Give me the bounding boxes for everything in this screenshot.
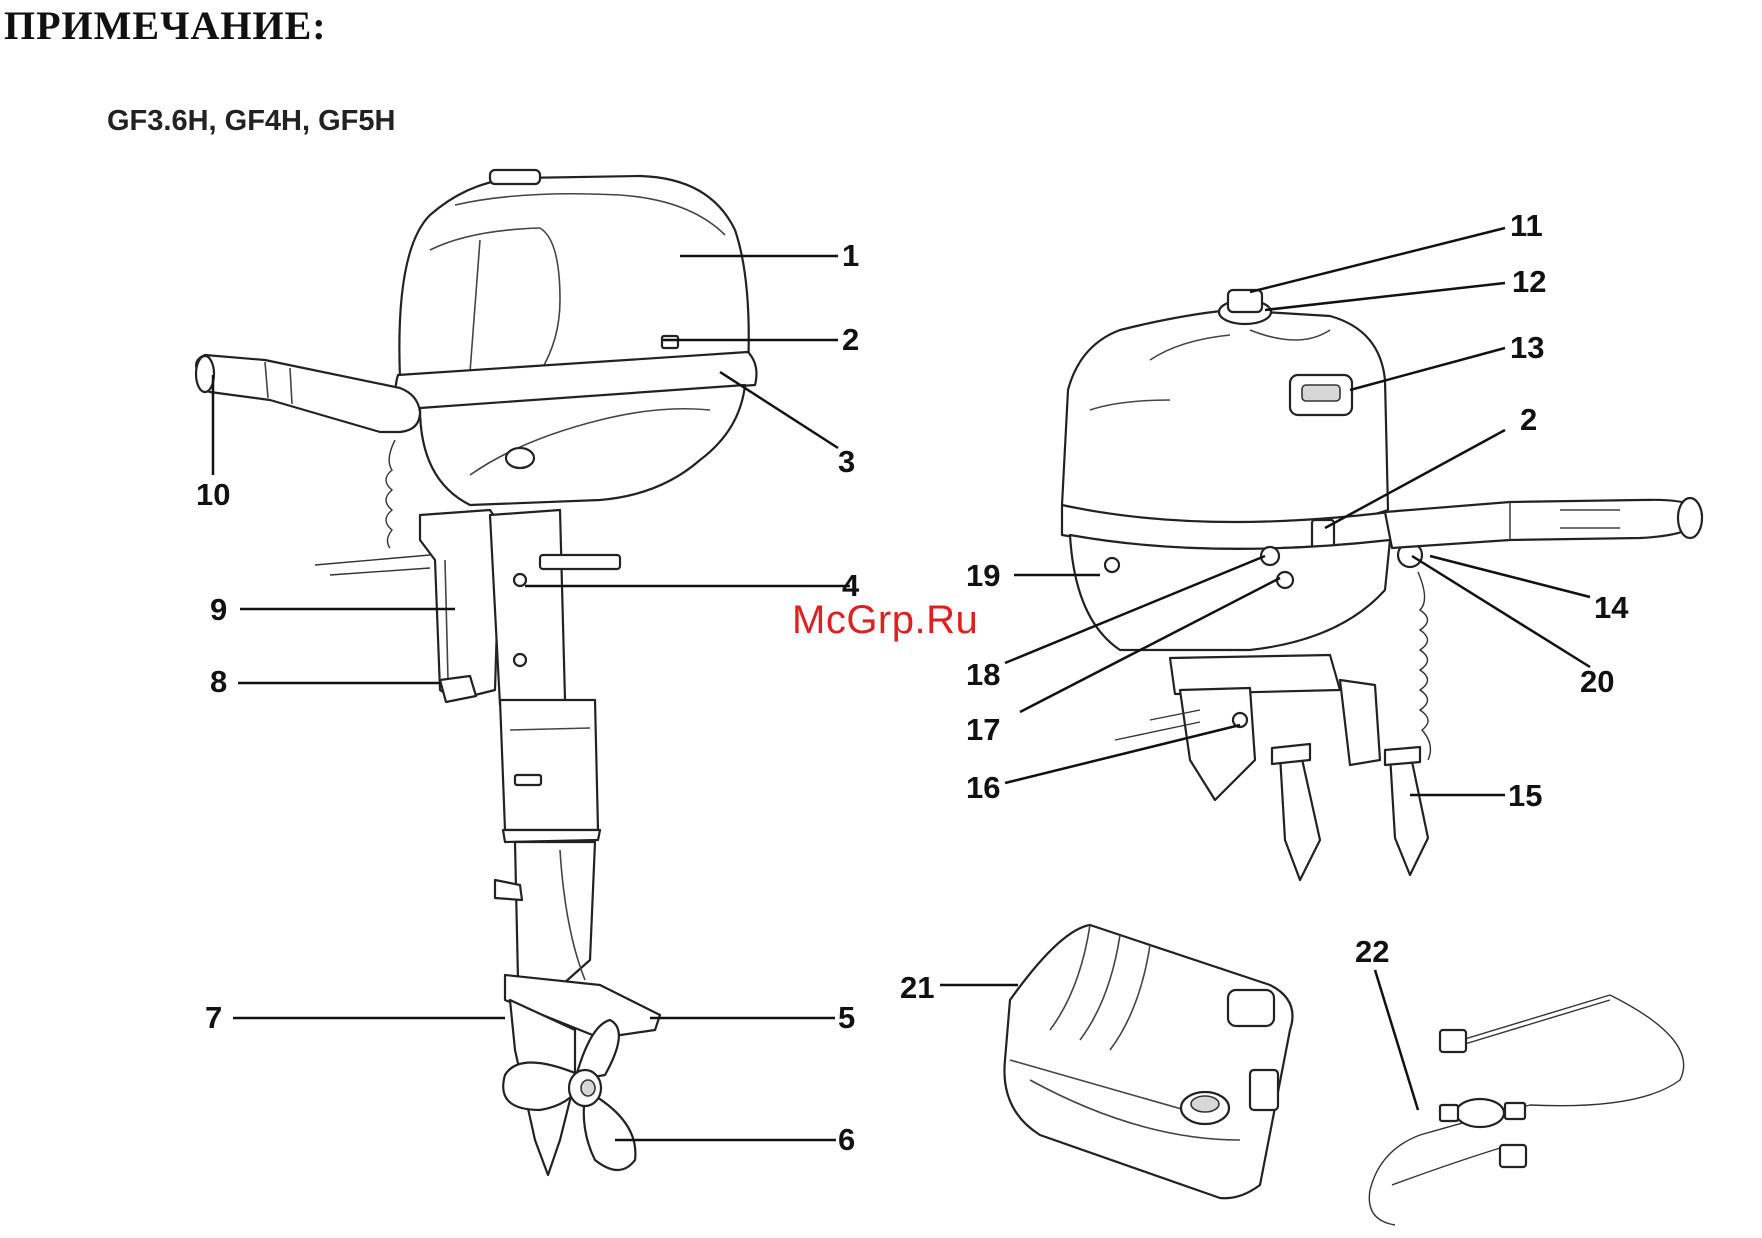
top-cowling <box>399 176 748 385</box>
callout-21: 21 <box>900 970 934 1005</box>
callout-9: 9 <box>210 592 227 627</box>
callout-7: 7 <box>205 1000 222 1035</box>
fuel-tank <box>1004 925 1292 1198</box>
fuel-line <box>1369 995 1683 1225</box>
callout-2: 2 <box>842 322 859 357</box>
callout-10: 10 <box>196 477 230 512</box>
rear-cowling <box>1062 310 1388 530</box>
callout-8: 8 <box>210 664 227 699</box>
callout-11: 11 <box>1510 208 1543 243</box>
rear-tiller <box>1385 500 1702 548</box>
callout-22: 22 <box>1355 934 1389 969</box>
motor-rear-view <box>1062 290 1702 880</box>
callout-13: 13 <box>1510 330 1544 365</box>
callout-20: 20 <box>1580 664 1614 699</box>
callout-14: 14 <box>1594 590 1629 625</box>
tiller-handle <box>196 355 420 432</box>
callout-12: 12 <box>1512 264 1546 299</box>
watermark: McGrp.Ru <box>792 598 978 643</box>
callout-18: 18 <box>966 657 1000 692</box>
callout-16: 16 <box>966 770 1000 805</box>
callout-15: 15 <box>1508 778 1542 813</box>
drive-shaft-housing <box>500 700 598 830</box>
callout-17: 17 <box>966 712 1000 747</box>
clamp-screw <box>1280 750 1320 880</box>
clamp-bracket <box>420 510 500 700</box>
motor-side-view <box>196 170 756 1175</box>
callout-6: 6 <box>838 1122 855 1157</box>
callout-5: 5 <box>838 1000 855 1035</box>
callout-2-rear: 2 <box>1520 402 1537 437</box>
callout-1: 1 <box>842 238 859 273</box>
primer-bulb <box>1456 1099 1504 1127</box>
callout-3: 3 <box>838 444 855 479</box>
callout-19: 19 <box>966 558 1000 593</box>
